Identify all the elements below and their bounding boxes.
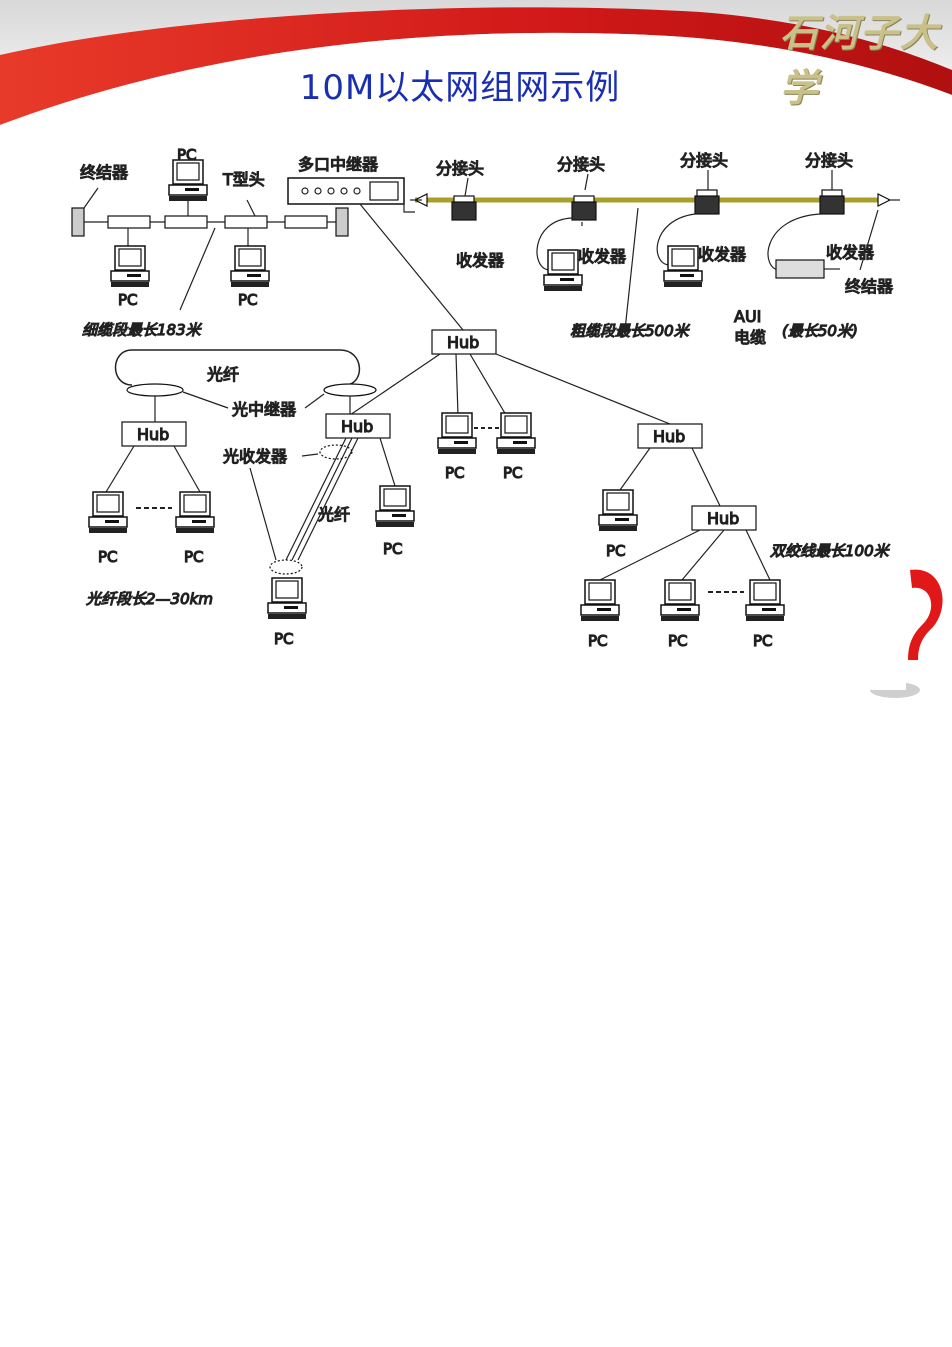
thin-cable-max-label: 细缆段最长183米 (82, 321, 203, 339)
transceiver-label: 收发器 (698, 245, 746, 264)
pc-label: PC (445, 464, 465, 482)
pc-label: PC (383, 540, 403, 558)
aui-label: AUI (734, 307, 761, 326)
fiber-transceiver-icon (269, 559, 303, 575)
hub-label: Hub (447, 333, 479, 352)
fiber-transceiver-label: 光收发器 (223, 447, 287, 466)
hub-box (121, 421, 187, 447)
pc-label: PC (606, 542, 626, 560)
terminator-right-label: 终结器 (845, 277, 893, 296)
transceiver-icon (694, 189, 720, 215)
tap-label: 分接头 (805, 151, 853, 170)
hub-label: Hub (137, 425, 169, 444)
pc-icon (663, 245, 703, 288)
tap-label: 分接头 (436, 159, 484, 178)
pc-icon (543, 249, 583, 292)
fiber-mid-label: 光纤 (318, 505, 350, 524)
pc-label: PC (274, 630, 294, 648)
twisted-pair-label: 双绞线最长100米 (770, 542, 891, 560)
fiber-repeater-icon (126, 383, 184, 397)
hub-label: Hub (341, 417, 373, 436)
transceiver-icon (571, 195, 597, 221)
aui-device (775, 259, 825, 279)
cable-label: 电缆 (734, 328, 766, 347)
university-logo: 石河子大学 (780, 10, 941, 110)
pc-label: PC (98, 548, 118, 566)
pc-label: PC (668, 632, 688, 650)
multiport-repeater-label: 多口中继器 (298, 155, 378, 174)
transceiver-label: 收发器 (456, 251, 504, 270)
transceiver-label: 收发器 (826, 243, 874, 262)
pc-icon (88, 491, 128, 534)
fiber-repeater-icon (323, 383, 377, 397)
fiber-segment-label: 光纤段长2—30km (86, 590, 213, 608)
pc-icon (580, 579, 620, 622)
tap-label: 分接头 (557, 155, 605, 174)
hub-box (431, 329, 497, 355)
hub-box (637, 423, 703, 449)
pc-icon (375, 485, 415, 528)
network-diagram: 终结器 PC T型头 PC PC 细缆段最长183米 多口中继器 (60, 130, 906, 690)
hub-box (691, 505, 757, 531)
multiport-repeater (287, 177, 415, 213)
pc-icon (230, 245, 270, 288)
pc-label: PC (753, 632, 773, 650)
pc-icon (267, 577, 307, 620)
aui-max-label: (最长50米) (782, 322, 858, 340)
pc-icon (598, 489, 638, 532)
hub-label: Hub (653, 427, 685, 446)
transceiver-icon (819, 189, 845, 215)
pc-icon (437, 412, 477, 455)
pc-label: PC (177, 146, 197, 164)
pc-icon (660, 579, 700, 622)
pc-icon (175, 491, 215, 534)
pc-icon (745, 579, 785, 622)
tap-label: 分接头 (680, 151, 728, 170)
fiber-repeater-label: 光中继器 (232, 400, 296, 419)
pc-icon (110, 245, 150, 288)
slide: 石河子大学 10M以太网组网示例 (0, 0, 952, 698)
pc-label: PC (588, 632, 608, 650)
header-banner (0, 0, 952, 130)
thin-coax-segment (71, 187, 349, 311)
thick-cable-max-label: 粗缆段最长500米 (570, 322, 691, 340)
pc-label: PC (118, 291, 138, 309)
transceiver-icon (451, 195, 477, 221)
transceiver-label: 收发器 (578, 247, 626, 266)
terminator-left-label: 终结器 (80, 163, 128, 182)
page-title: 10M以太网组网示例 (299, 68, 621, 108)
fiber-top-label: 光纤 (207, 365, 239, 384)
pc-label: PC (184, 548, 204, 566)
hub-label: Hub (707, 509, 739, 528)
pc-icon (168, 159, 208, 202)
pc-label: PC (238, 291, 258, 309)
pc-icon (496, 412, 536, 455)
pc-label: PC (503, 464, 523, 482)
t-connector-label: T型头 (222, 170, 265, 189)
thick-coax-segment (410, 193, 900, 207)
